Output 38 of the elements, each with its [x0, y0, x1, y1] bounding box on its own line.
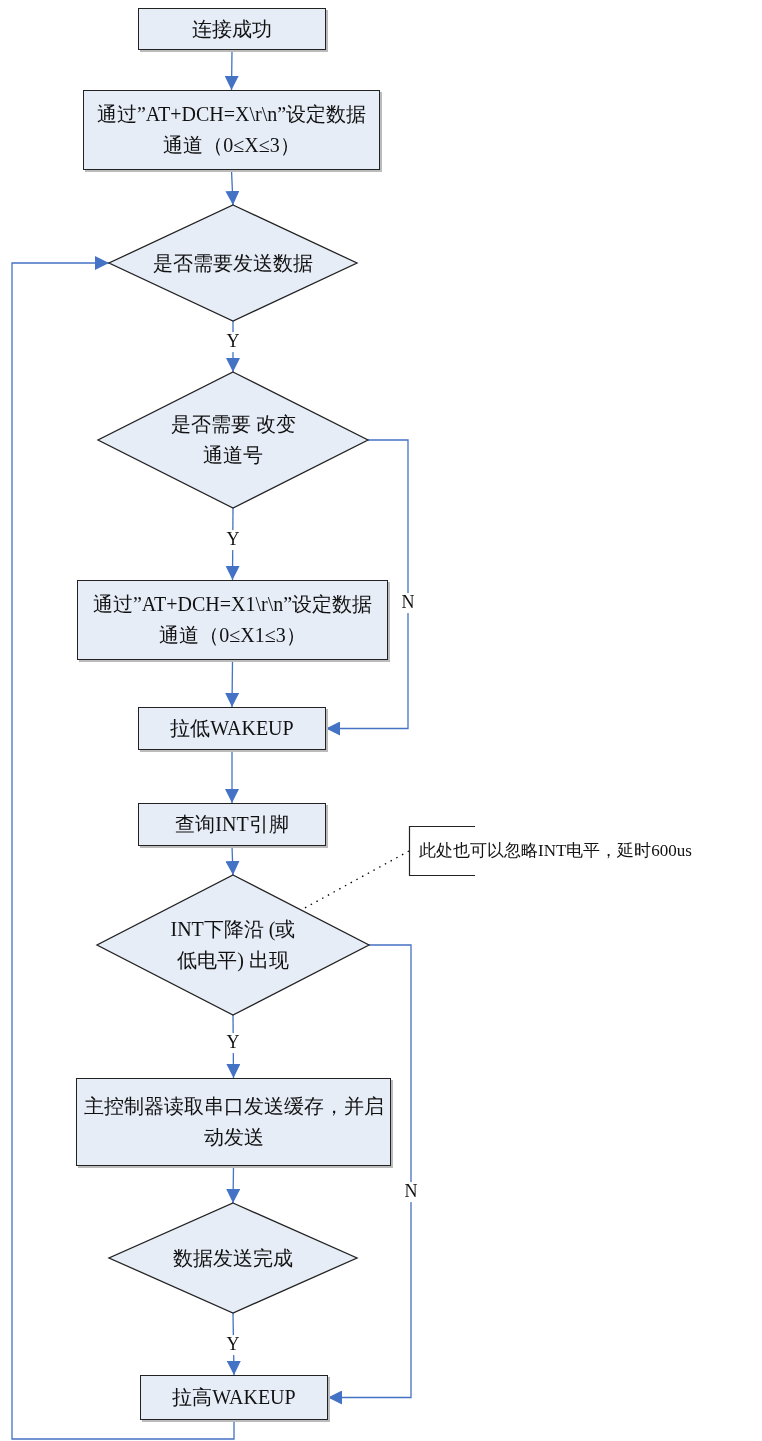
decision-text: 是否需要 改变通道号 [169, 412, 297, 468]
process-box [138, 707, 326, 750]
annotation-text: 此处也可以忽略INT电平，延时600us [418, 839, 693, 862]
process-box [140, 1375, 328, 1420]
decision-diamond [98, 372, 368, 508]
edge-label: Y [224, 332, 242, 352]
edge-label: N [399, 593, 417, 613]
arrow [325, 439, 409, 736]
process-box [77, 580, 388, 660]
arrow [225, 845, 240, 876]
decision-diamond [97, 875, 369, 1015]
edge-label: Y [224, 1033, 242, 1053]
arrow [11, 256, 235, 1440]
edge-label: Y [224, 1335, 242, 1355]
process-text: 连接成功 [191, 16, 273, 42]
edge-label: N [402, 1182, 420, 1202]
process-box [76, 1078, 391, 1166]
process-text: 拉低WAKEUP [169, 716, 295, 741]
decision-diamond [109, 1203, 357, 1313]
arrow [225, 169, 240, 206]
arrow [224, 49, 239, 91]
edge-label: Y [224, 530, 242, 550]
decision-text: 数据发送完成 [172, 1245, 294, 1271]
arrow [226, 1165, 241, 1204]
arrow [327, 944, 412, 1405]
arrow [225, 749, 239, 804]
process-text: 主控制器读取串口发送缓存，并启动发送 [82, 1094, 385, 1150]
process-box [138, 803, 326, 846]
process-box [138, 8, 326, 50]
process-text: 查询INT引脚 [174, 812, 290, 837]
process-text: 拉高WAKEUP [171, 1385, 297, 1410]
process-text: 通过”AT+DCH=X\r\n”设定数据通道（0≤X≤3） [95, 102, 368, 158]
decision-text: 是否需要发送数据 [152, 250, 314, 276]
decision-text: INT下降沿 (或低电平) 出现 [169, 917, 297, 974]
arrow [225, 659, 240, 708]
process-box [83, 90, 380, 170]
decision-diamond [109, 205, 357, 321]
process-text: 通过”AT+DCH=X1\r\n”设定数据通道（0≤X1≤3） [91, 592, 374, 648]
